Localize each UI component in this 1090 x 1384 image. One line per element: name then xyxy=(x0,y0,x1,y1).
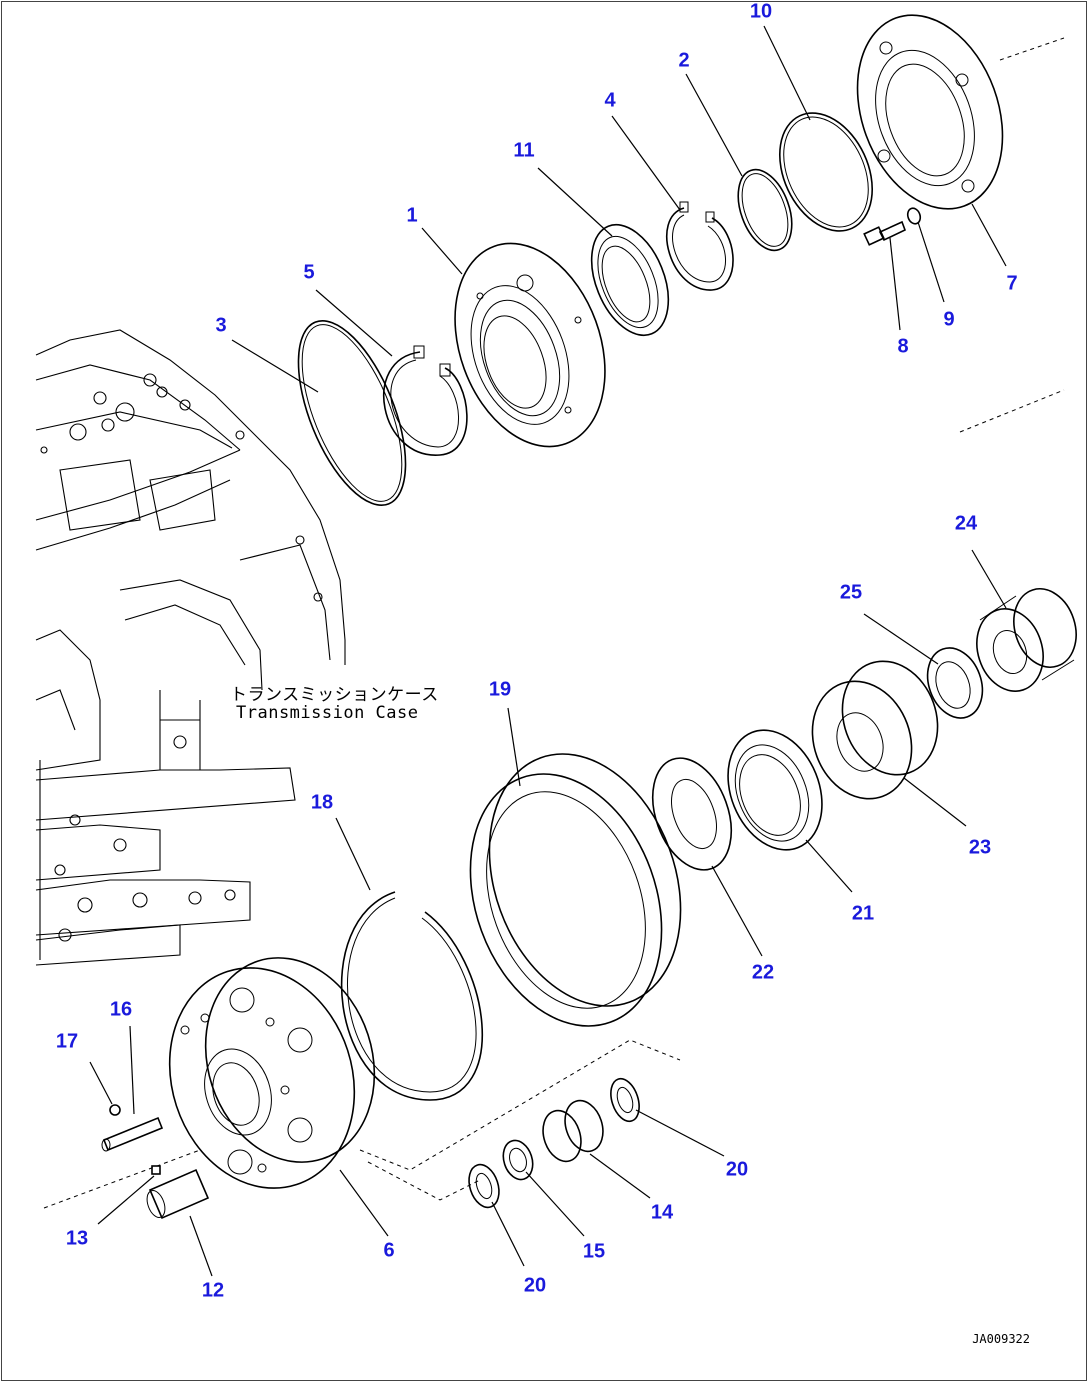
dashed-group-lower xyxy=(367,1161,481,1201)
part-24-gear xyxy=(976,588,1077,692)
callout-12: 12 xyxy=(201,1279,225,1302)
part-22-bearing xyxy=(651,757,733,871)
callout-5: 5 xyxy=(303,261,315,284)
callout-24: 24 xyxy=(954,512,978,535)
callout-8: 8 xyxy=(897,335,909,358)
centerline-top-right xyxy=(999,37,1065,61)
part-5-snap-ring xyxy=(383,345,468,456)
callout-6: 6 xyxy=(383,1239,395,1262)
part-23-gear xyxy=(811,660,939,800)
part-19-ring-gear xyxy=(469,753,682,1027)
part-4-snap-ring xyxy=(666,201,734,291)
centerline-lower-left xyxy=(43,1149,201,1209)
callout-17: 17 xyxy=(55,1030,79,1053)
callout-18: 18 xyxy=(310,791,334,814)
transmission-case xyxy=(35,329,346,966)
part-20-washer-lower xyxy=(468,1163,500,1209)
callout-2: 2 xyxy=(678,49,690,72)
centerline-upper-right xyxy=(959,389,1065,433)
callout-23: 23 xyxy=(968,836,992,859)
part-15-bearing xyxy=(502,1139,534,1181)
part-6-carrier xyxy=(168,957,376,1189)
callout-3: 3 xyxy=(215,314,227,337)
part-18-snap-ring xyxy=(340,891,484,1101)
part-21-bearing xyxy=(727,729,823,851)
dashed-group-upper xyxy=(359,1039,681,1171)
part-3-o-ring xyxy=(297,319,407,507)
callout-16: 16 xyxy=(109,998,133,1021)
callout-4: 4 xyxy=(604,89,616,112)
case-label-jp: トランスミッションケース xyxy=(230,685,439,705)
drawing-code: JA009322 xyxy=(972,1332,1030,1346)
callout-15: 15 xyxy=(582,1240,606,1263)
callout-21: 21 xyxy=(851,902,875,925)
part-16-pin xyxy=(101,1116,164,1152)
leader-lines xyxy=(89,25,1007,1277)
part-11-bearing xyxy=(590,223,670,337)
part-13-ball xyxy=(151,1165,161,1175)
part-9-washer xyxy=(906,207,922,225)
callout-22: 22 xyxy=(751,961,775,984)
callout-10: 10 xyxy=(749,0,773,23)
part-14-gear xyxy=(542,1099,604,1163)
part-17-ball xyxy=(109,1104,121,1116)
callout-7: 7 xyxy=(1006,272,1018,295)
part-7-cover xyxy=(856,14,1004,210)
callout-25: 25 xyxy=(839,581,863,604)
callout-1: 1 xyxy=(406,204,418,227)
callout-14: 14 xyxy=(650,1201,674,1224)
case-label-en: Transmission Case xyxy=(236,703,419,723)
part-2-ring xyxy=(737,168,793,252)
callout-19: 19 xyxy=(488,678,512,701)
part-10-o-ring xyxy=(778,112,874,232)
part-8-bolt xyxy=(863,220,907,246)
callout-20-lower: 20 xyxy=(523,1274,547,1297)
part-20-washer-upper xyxy=(610,1077,640,1123)
callout-13: 13 xyxy=(65,1227,89,1250)
callout-9: 9 xyxy=(943,308,955,331)
callout-20-upper: 20 xyxy=(725,1158,749,1181)
callout-11: 11 xyxy=(513,139,535,162)
part-1-retainer xyxy=(454,242,606,448)
part-25-thrust-washer xyxy=(926,647,984,719)
part-12-shaft xyxy=(146,1168,210,1220)
